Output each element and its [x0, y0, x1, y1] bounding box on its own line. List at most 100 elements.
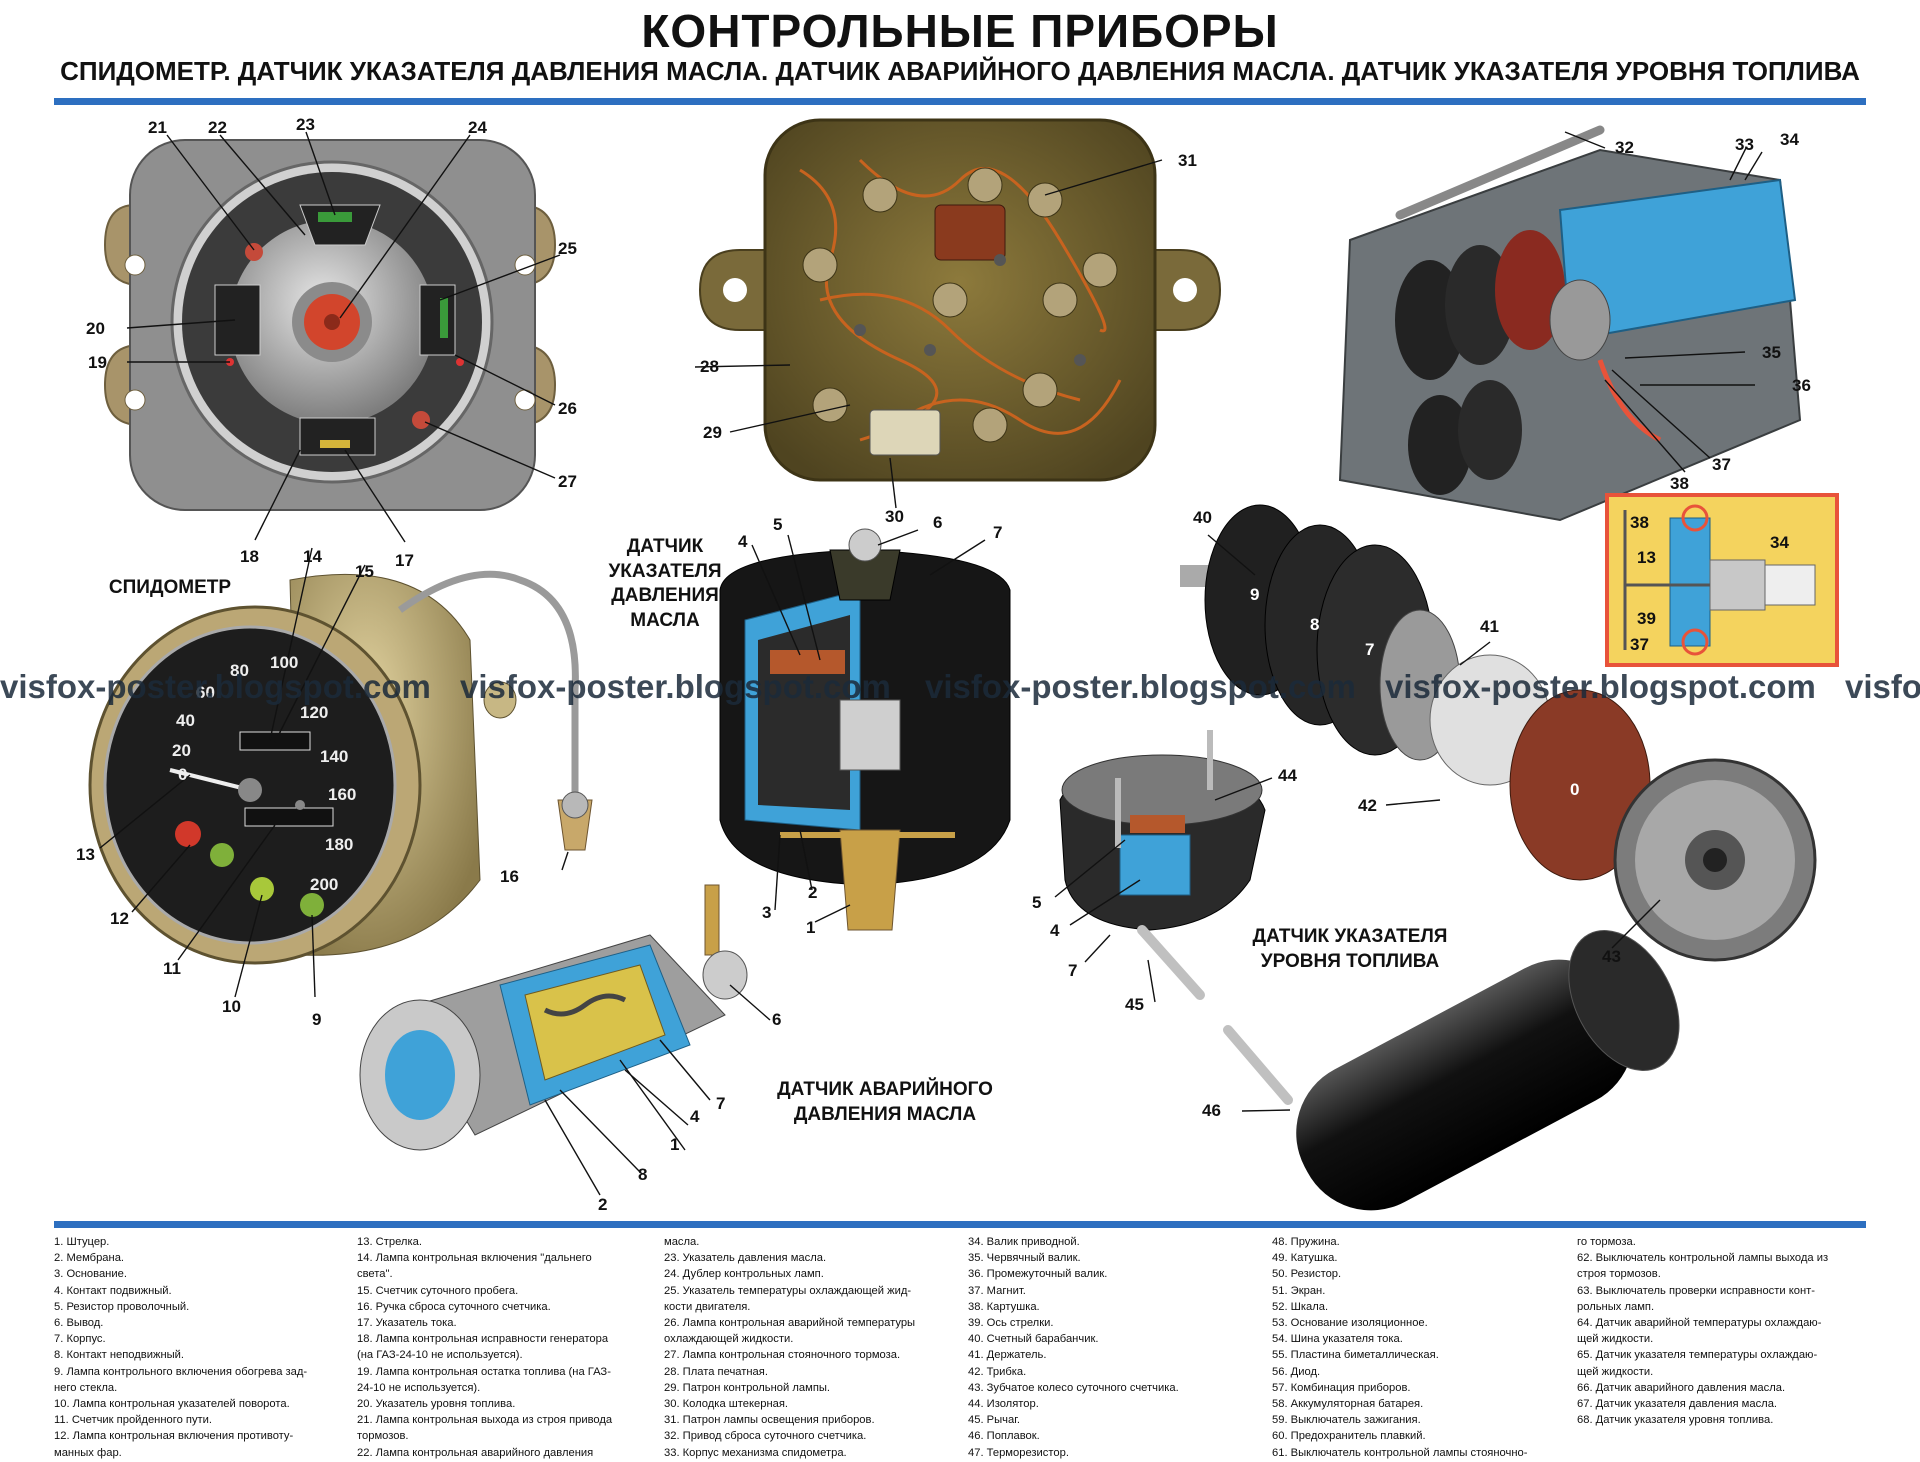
legend-line: 58. Аккумуляторная батарея. — [1272, 1398, 1424, 1411]
callout-22: 22 — [208, 118, 227, 137]
oil-pressure-sensor — [719, 528, 1011, 931]
legend-column-6: го тормоза. 62. Выключатель контрольной … — [1577, 1234, 1875, 1428]
legend-line: 66. Датчик аварийного давления масла. — [1577, 1381, 1786, 1394]
oil-callout-7: 7 — [993, 523, 1002, 542]
legend-line: 23. Указатель давления масла. — [664, 1252, 827, 1265]
legend-line: 9. Лампа контрольного включения обогрева… — [54, 1365, 308, 1378]
legend-line: 39. Ось стрелки. — [968, 1317, 1054, 1330]
legend-column-4: 34. Валик приводной. 35. Червячный валик… — [968, 1234, 1266, 1461]
legend-line: 11. Счетчик пройденного пути. — [54, 1414, 213, 1427]
scale-20: 20 — [172, 741, 191, 760]
callout-34: 34 — [1780, 130, 1799, 149]
callout-16: 16 — [500, 867, 519, 886]
legend-column-2: 13. Стрелка. 14. Лампа контрольная включ… — [357, 1234, 655, 1461]
bottom-rule — [54, 1221, 1866, 1228]
legend-line: 48. Пружина. — [1272, 1236, 1340, 1248]
scale-60: 60 — [196, 683, 215, 702]
legend-line: 35. Червячный валик. — [968, 1252, 1081, 1265]
callout-35: 35 — [1762, 343, 1781, 362]
alarm-callout-7: 7 — [716, 1094, 725, 1113]
legend-line: 5. Резистор проволочный. — [54, 1300, 190, 1313]
legend-line: 34. Валик приводной. — [968, 1236, 1080, 1248]
inset-callout-37: 37 — [1630, 635, 1649, 654]
legend-line: 53. Основание изоляционное. — [1272, 1317, 1428, 1330]
callout-42: 42 — [1358, 796, 1377, 815]
callout-37: 37 — [1712, 455, 1731, 474]
top-rule — [54, 98, 1866, 105]
legend-line: 32. Привод сброса суточного счетчика. — [664, 1430, 867, 1443]
legend-line: строя тормозов. — [1577, 1268, 1661, 1281]
legend-line: 62. Выключатель контрольной лампы выхода… — [1577, 1252, 1829, 1265]
scale-140: 140 — [320, 747, 348, 766]
watermark-1: visfox-poster.blogspot.com — [0, 668, 431, 705]
oil-callout-3: 3 — [762, 903, 771, 922]
callout-31: 31 — [1178, 151, 1197, 170]
callout-36: 36 — [1792, 376, 1811, 395]
legend-line: 24-10 не используется). — [357, 1381, 481, 1394]
callout-20: 20 — [86, 319, 105, 338]
legend-line: 30. Колодка штекерная. — [664, 1398, 789, 1411]
scale-180: 180 — [325, 835, 353, 854]
drum-digit-2: 7 — [1365, 640, 1374, 659]
legend-line: 19. Лампа контрольная остатка топлива (н… — [357, 1365, 611, 1378]
oil-callout-1: 1 — [806, 918, 815, 937]
legend-line: тормозов. — [357, 1430, 409, 1443]
watermark-2: visfox-poster.blogspot.com — [460, 668, 891, 705]
legend-line: 52. Шкала. — [1272, 1300, 1329, 1313]
callout-33: 33 — [1735, 135, 1754, 154]
legend-line: 38. Картушка. — [968, 1300, 1040, 1313]
legend: 1. Штуцер. 2. Мембрана. 3. Основание. 4.… — [54, 1234, 1866, 1459]
legend-line: 57. Комбинация приборов. — [1272, 1381, 1411, 1394]
legend-line: 21. Лампа контрольная выхода из строя пр… — [357, 1414, 613, 1427]
scale-160: 160 — [328, 785, 356, 804]
inset-callout-34: 34 — [1770, 533, 1789, 552]
callout-32: 32 — [1615, 138, 1634, 157]
callout-10: 10 — [222, 997, 241, 1016]
legend-line: 33. Корпус механизма спидометра. — [664, 1446, 847, 1459]
callout-23: 23 — [296, 115, 315, 134]
legend-line: масла. — [664, 1236, 700, 1248]
legend-line: кости двигателя. — [664, 1300, 751, 1313]
drum-digit-1: 8 — [1310, 615, 1319, 634]
callout-29: 29 — [703, 423, 722, 442]
oil-callout-6: 6 — [933, 513, 942, 532]
alarm-callout-6: 6 — [772, 1010, 781, 1029]
legend-line: 3. Основание. — [54, 1268, 127, 1281]
legend-line: 26. Лампа контрольная аварийной температ… — [664, 1317, 916, 1330]
watermark-3: visfox-poster.blogspot.com — [925, 668, 1356, 705]
inset-callout-13: 13 — [1637, 548, 1656, 567]
legend-line: 31. Патрон лампы освещения приборов. — [664, 1414, 875, 1427]
legend-line: 10. Лампа контрольная указателей поворот… — [54, 1398, 290, 1411]
legend-line: 47. Терморезистор. — [968, 1446, 1069, 1459]
legend-line: 60. Предохранитель плавкий. — [1272, 1430, 1426, 1443]
legend-line: 44. Изолятор. — [968, 1398, 1039, 1411]
caption-speedometer: СПИДОМЕТР — [108, 577, 232, 598]
scale-40: 40 — [176, 711, 195, 730]
legend-column-1: 1. Штуцер. 2. Мембрана. 3. Основание. 4.… — [54, 1234, 352, 1461]
legend-line: 8. Контакт неподвижный. — [54, 1349, 185, 1362]
legend-line: 18. Лампа контрольная исправности генера… — [357, 1333, 609, 1346]
counter-drums: 9 8 7 0 — [1180, 504, 1817, 962]
callout-38: 38 — [1670, 474, 1689, 493]
oil-callout-5: 5 — [773, 515, 782, 534]
legend-line: 42. Трибка. — [968, 1365, 1027, 1378]
legend-line: него стекла. — [54, 1381, 118, 1394]
legend-line: 27. Лампа контрольная стояночного тормоз… — [664, 1349, 901, 1362]
caption-oil-pressure-sensor: ДАТЧИК УКАЗАТЕЛЯ ДАВЛЕНИЯ МАСЛА — [608, 536, 722, 632]
alarm-callout-2: 2 — [598, 1195, 607, 1214]
callout-27: 27 — [558, 472, 577, 491]
legend-line: го тормоза. — [1577, 1236, 1636, 1248]
callout-28: 28 — [700, 357, 719, 376]
inset-callout-39: 39 — [1637, 609, 1656, 628]
callout-12: 12 — [110, 909, 129, 928]
callout-44: 44 — [1278, 766, 1297, 785]
legend-line: 13. Стрелка. — [357, 1236, 422, 1248]
legend-line: 36. Промежуточный валик. — [968, 1268, 1108, 1281]
legend-line: 67. Датчик указателя давления масла. — [1577, 1398, 1778, 1411]
legend-line: охлаждающей жидкости. — [664, 1333, 794, 1346]
callout-15: 15 — [355, 562, 374, 581]
legend-line: 4. Контакт подвижный. — [54, 1284, 172, 1297]
leader-lines — [99, 131, 1763, 1196]
printed-circuit-board — [698, 118, 1222, 482]
fuel-level-sensor — [1059, 730, 1680, 1211]
